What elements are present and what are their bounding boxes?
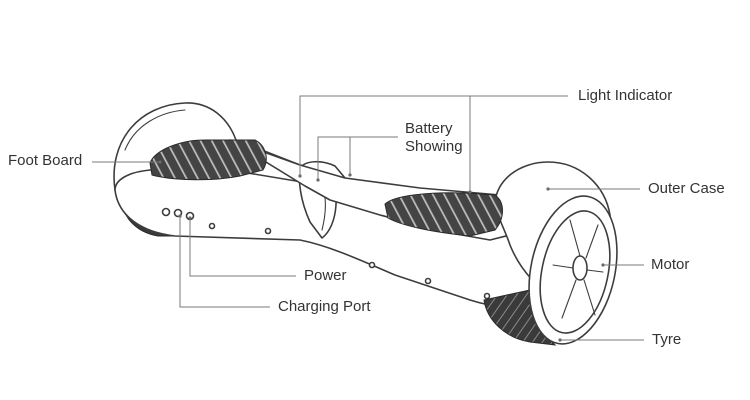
label-tyre: Tyre	[652, 331, 682, 348]
label-charging-port: Charging Port	[278, 298, 371, 315]
label-battery-showing-line1: Battery	[405, 120, 453, 137]
lower-chassis	[114, 169, 561, 309]
leader-power	[189, 218, 296, 277]
label-battery-showing-line2: Showing	[405, 138, 463, 155]
right-wheel	[483, 195, 618, 346]
leader-battery-showing	[317, 136, 351, 180]
foot-pads	[149, 139, 503, 237]
right-foot-pad	[384, 192, 503, 237]
label-light-indicator: Light Indicator	[578, 87, 673, 104]
leader-charging-port	[179, 216, 270, 308]
label-outer-case: Outer Case	[648, 180, 725, 197]
label-battery-showing: Battery Showing	[405, 120, 485, 156]
leader-lines	[92, 95, 644, 342]
label-power: Power	[304, 267, 347, 284]
label-motor: Motor	[651, 256, 690, 273]
left-foot-pad	[149, 139, 267, 181]
motor-hub	[552, 219, 604, 319]
main-body	[114, 169, 561, 309]
label-foot-board: Foot Board	[8, 152, 83, 169]
leader-light-indicator	[299, 95, 568, 175]
